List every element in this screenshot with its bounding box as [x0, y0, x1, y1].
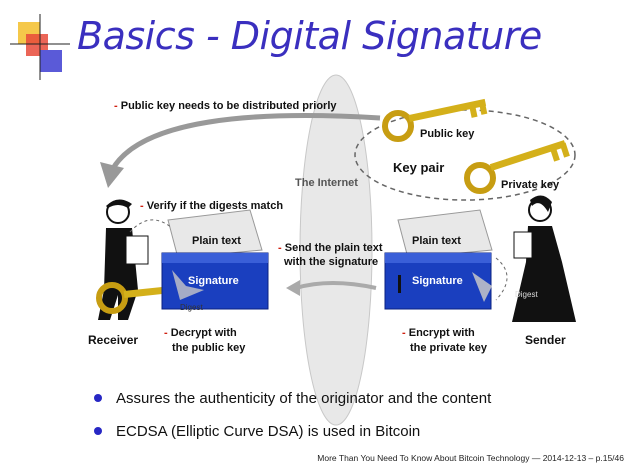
- page-title: Basics - Digital Signature: [77, 14, 542, 58]
- public-key-note-text: Public key needs to be distributed prior…: [120, 100, 337, 112]
- decrypt-line1: Decrypt with: [170, 327, 237, 339]
- encrypt-note: - Encrypt with: [402, 327, 475, 339]
- private-key-label: Private key: [501, 179, 560, 191]
- receiver-document-box: [161, 209, 269, 310]
- decrypt-line2: the public key: [172, 342, 246, 354]
- encrypt-connector: [495, 257, 508, 301]
- sender-digest-label: Digest: [515, 290, 538, 299]
- sender-plain-text-label: Plain text: [412, 235, 461, 247]
- internet-cloud: [299, 74, 373, 426]
- decrypt-note: - Decrypt with: [164, 327, 237, 339]
- receiver-signature-label: Signature: [188, 275, 239, 287]
- internet-label: The Internet: [295, 177, 358, 189]
- key-pair-label: Key pair: [393, 160, 445, 175]
- bullet-text: ECDSA (Elliptic Curve DSA) is used in Bi…: [116, 423, 421, 440]
- logo-squares: [10, 14, 70, 80]
- receiver-digest-label: Digest: [180, 303, 203, 312]
- verify-note: - Verify if the digests match: [140, 200, 284, 212]
- bullet-item: Assures the authenticity of the originat…: [94, 390, 491, 407]
- receiver-plain-text-label: Plain text: [192, 235, 241, 247]
- send-arrow: [295, 281, 377, 290]
- send-note-line1: Send the plain text: [284, 242, 383, 254]
- sender-signature-label: Signature: [412, 275, 463, 287]
- verify-note-text: Verify if the digests match: [146, 200, 284, 212]
- send-note-line2: with the signature: [284, 256, 379, 268]
- encrypt-line1: Encrypt with: [408, 327, 475, 339]
- public-key-icon: [382, 98, 488, 142]
- sender-document-box: [384, 209, 493, 310]
- private-key-icon: [464, 140, 570, 194]
- bullet-dot-icon: [94, 427, 102, 436]
- encrypt-line2: the private key: [410, 342, 488, 354]
- distribution-arrow: [109, 113, 381, 172]
- bullet-item: ECDSA (Elliptic Curve DSA) is used in Bi…: [94, 423, 420, 440]
- public-key-label: Public key: [420, 128, 475, 140]
- footer: More Than You Need To Know About Bitcoin…: [317, 453, 624, 463]
- bullet-text: Assures the authenticity of the originat…: [116, 390, 492, 407]
- sender-label: Sender: [525, 333, 566, 347]
- sender-figure: [512, 195, 576, 322]
- send-note: - Send the plain text: [278, 242, 383, 254]
- verify-connector: [129, 219, 173, 233]
- public-key-note: - Public key needs to be distributed pri…: [114, 100, 337, 112]
- receiver-label: Receiver: [88, 333, 139, 347]
- bullet-dot-icon: [94, 394, 102, 403]
